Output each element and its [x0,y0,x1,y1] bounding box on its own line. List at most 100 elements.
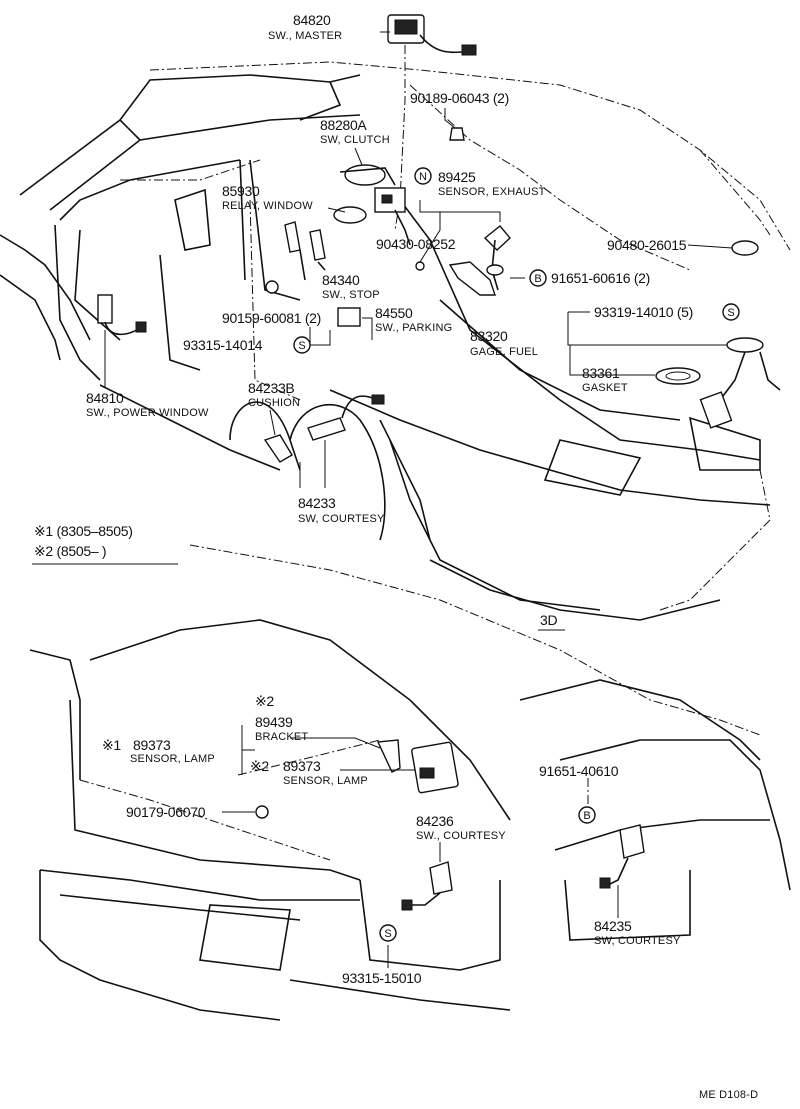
label-84810-no: 84810 [86,390,124,406]
panel-line [59,894,301,921]
lid-open-top [519,679,761,761]
exhaust-sensor-grommet [486,264,504,276]
clip-90189 [449,127,465,141]
label-90480-no: 90480-26015 [607,237,687,253]
label-84233-name: SW, COURTESY [298,513,385,525]
body-side-lower-2 [69,699,361,881]
fuel-float [699,391,733,429]
leader-89425 [419,200,501,263]
lid-dash [189,544,761,736]
leader-93315a [309,327,331,346]
lid-right-edge [559,739,791,891]
label-93315a-no: 93315-14014 [183,337,263,353]
leader-83361 [569,345,655,376]
power-window-wire [104,321,141,336]
label-91651a-no: 91651-60616 (2) [551,270,650,286]
roofline-inner [49,114,361,211]
fuel-sender-wire [759,351,781,391]
rear-window-dash [409,84,691,271]
label-83320-no: 83320 [470,328,508,344]
label-84235-no: 84235 [594,918,632,934]
lower-leaders [222,725,619,968]
seat-back [174,188,211,251]
leader-85930 [327,207,346,213]
courtesy-84235-wire [607,857,629,886]
label-89373b-name: SENSOR, LAMP [283,775,368,787]
stop-switch-b [309,229,326,261]
roof-front [19,74,361,196]
tail-lamp-lower [199,904,291,971]
upper-car-body [0,61,791,621]
label-84820-name: SW., MASTER [268,30,342,42]
label-84236-name: SW., COURTESY [416,830,506,842]
label-89373b-no: 89373 [283,758,321,774]
window-sill [59,159,241,221]
marker-b-91651b: B [578,806,596,824]
opening-dash [79,779,331,861]
upper-leaders [104,31,733,488]
leader-83320 [567,311,727,346]
courtesy-switch-84236 [429,861,453,895]
legend: ※1 (8305–8505) ※2 (8505– ) [32,523,178,565]
legend-note-1: ※1 (8305–8505) [34,523,133,539]
body-side-front [0,234,91,341]
upper-parts [97,14,781,463]
rear-deck-line [399,199,761,461]
fender-line [379,419,431,541]
label-88280a-no: 88280A [320,117,367,133]
footer-code: ME D108-D [699,1089,758,1101]
label-84550-no: 84550 [375,305,413,321]
label-84340-no: 84340 [322,272,360,288]
label-83320-name: GAGE, FUEL [470,346,538,358]
leader-84233b [269,409,276,436]
power-window-connector [135,321,147,333]
courtesy-84236-wire [410,892,441,906]
door-front [54,224,101,381]
stop-switch-wire [299,249,326,281]
lid-inner-line [554,819,770,851]
bumper-line [389,439,601,611]
label-84233b-no: 84233B [248,380,294,396]
courtesy-84235-connector [599,877,611,889]
label-89425-name: SENSOR, EXHAUST [438,186,546,198]
label-90189-no: 90189-06043 (2) [410,90,509,106]
label-84236-no: 84236 [416,813,454,829]
label-x2-89373: ※2 [250,758,269,774]
label-85930-no: 85930 [222,183,260,199]
label-84233-no: 84233 [298,495,336,511]
marker-s-93315b: S [379,924,397,942]
lamp-sensor-box [411,741,459,794]
courtesy-connector [371,394,385,405]
trunk-lid [439,299,681,421]
license-area-upper [688,416,761,471]
label-89439-no: 89439 [255,714,293,730]
bumper-lower [429,559,721,621]
label-89373a-no: 89373 [133,737,171,753]
door-inner-line [74,229,121,341]
rear-pillar [299,81,342,121]
nut-90430 [415,261,425,271]
bumper-bottom [289,979,511,1011]
label-84550-name: SW., PARKING [375,322,452,334]
label-84820-no: 84820 [293,12,331,28]
svg-text:S: S [727,307,734,319]
sill-line [99,384,281,471]
door-rear-edge [229,401,301,471]
grommet-90480 [731,240,759,256]
body-side-lower [0,274,61,361]
label-84810-name: SW., POWER WINDOW [86,407,209,419]
lower-car-body [29,544,791,1021]
parking-switch [337,307,361,327]
wheel-arch [289,404,386,541]
label-84235-name: SW, COURTESY [594,935,681,947]
relay-block [374,187,406,213]
svg-text:B: B [583,810,590,822]
bumper-left [39,870,281,1021]
label-85930-name: RELAY, WINDOW [222,200,313,212]
stop-switch-a [284,221,301,253]
label-84340-name: SW., STOP [322,289,380,301]
master-switch-connector [461,44,477,56]
rear-panel-top [39,869,360,901]
leader-89373a [237,739,381,776]
